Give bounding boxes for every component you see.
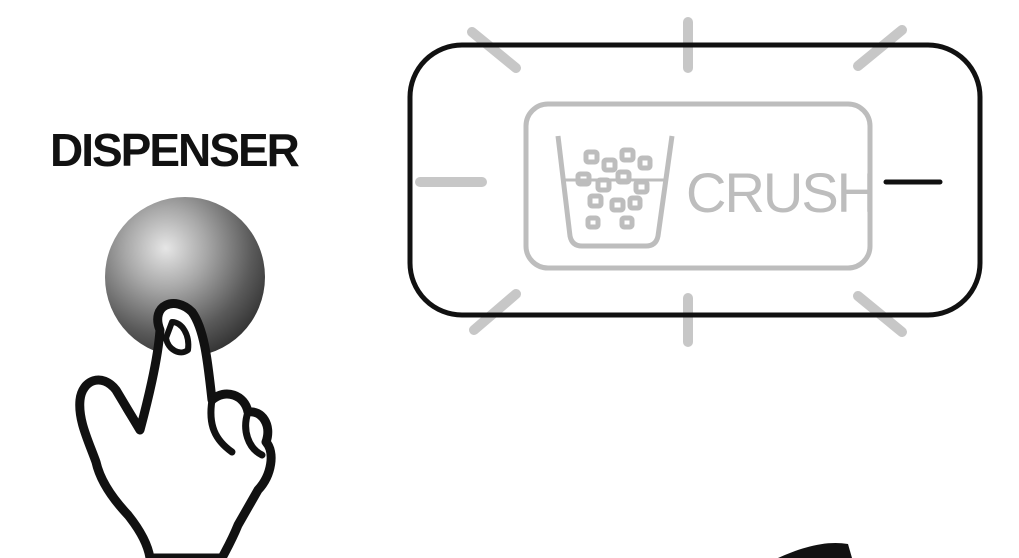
crush-indicator[interactable]: CRUSH (526, 104, 875, 268)
crush-label: CRUSH (686, 161, 875, 224)
pressing-hand-icon (80, 304, 271, 558)
dispenser-label: DISPENSER (50, 124, 300, 176)
bottom-edge-shape (778, 543, 852, 558)
